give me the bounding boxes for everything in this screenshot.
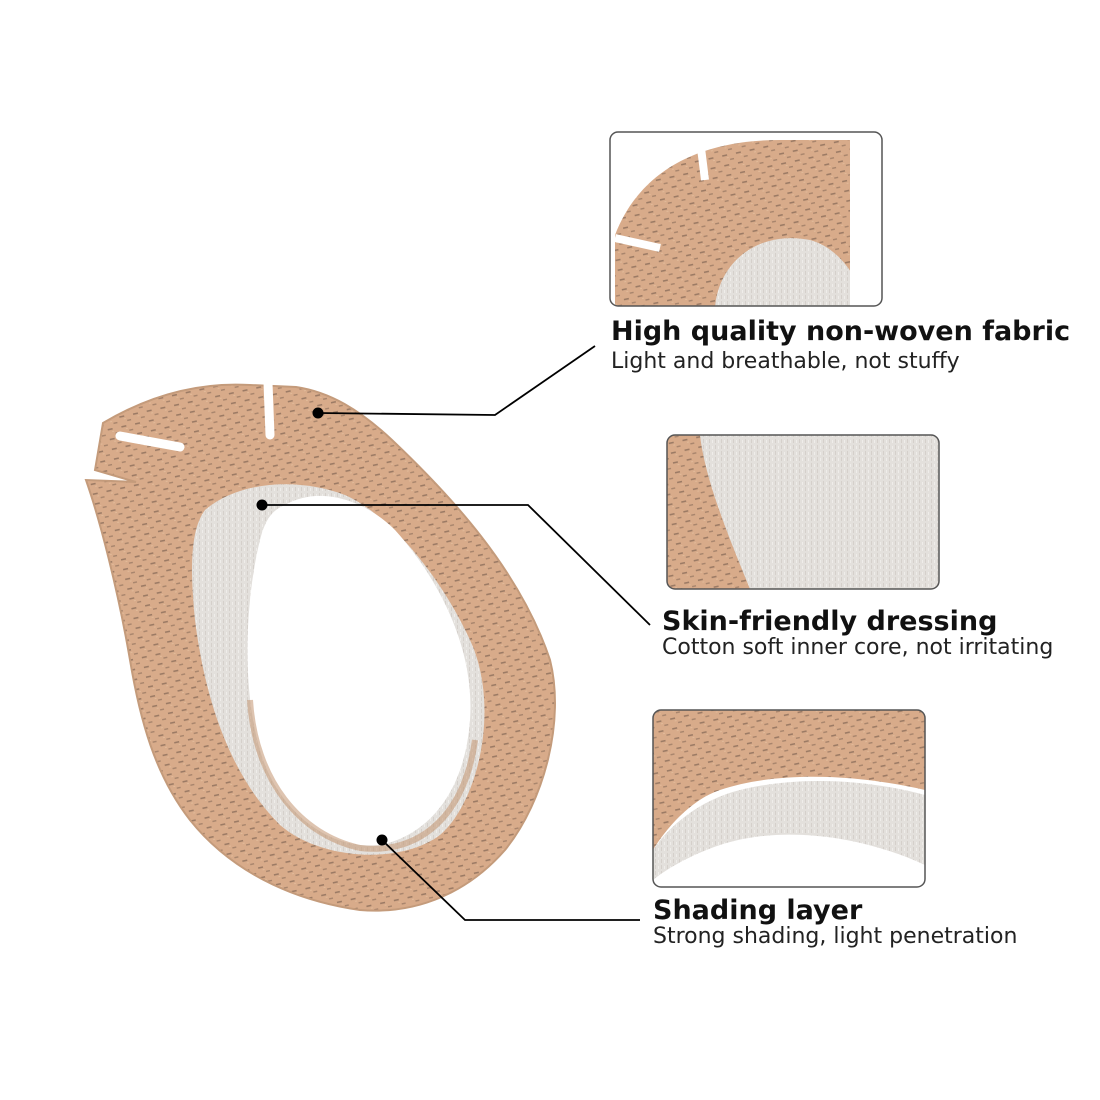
feature-title-fabric: High quality non-woven fabric <box>611 316 1071 347</box>
slit-top <box>263 378 275 440</box>
feature-desc-fabric: Light and breathable, not stuffy <box>611 349 960 374</box>
leader-line-dressing <box>256 499 651 626</box>
feature-title-dressing: Skin-friendly dressing <box>662 606 998 637</box>
feature-desc-dressing: Cotton soft inner core, not irritating <box>662 635 1054 660</box>
shading-layer-edge <box>247 699 478 852</box>
feature-desc-shading: Strong shading, light penetration <box>653 924 1018 949</box>
detail-frame-shading <box>652 709 926 888</box>
detail-frame-dressing <box>666 434 940 590</box>
leader-line-shading <box>376 834 640 921</box>
detail-frame-fabric <box>609 131 883 307</box>
patch-window <box>247 495 471 846</box>
leader-line-fabric <box>312 345 596 419</box>
slit-top-left <box>115 431 185 452</box>
feature-title-shading: Shading layer <box>653 895 863 926</box>
eye-patch-product <box>84 378 556 912</box>
